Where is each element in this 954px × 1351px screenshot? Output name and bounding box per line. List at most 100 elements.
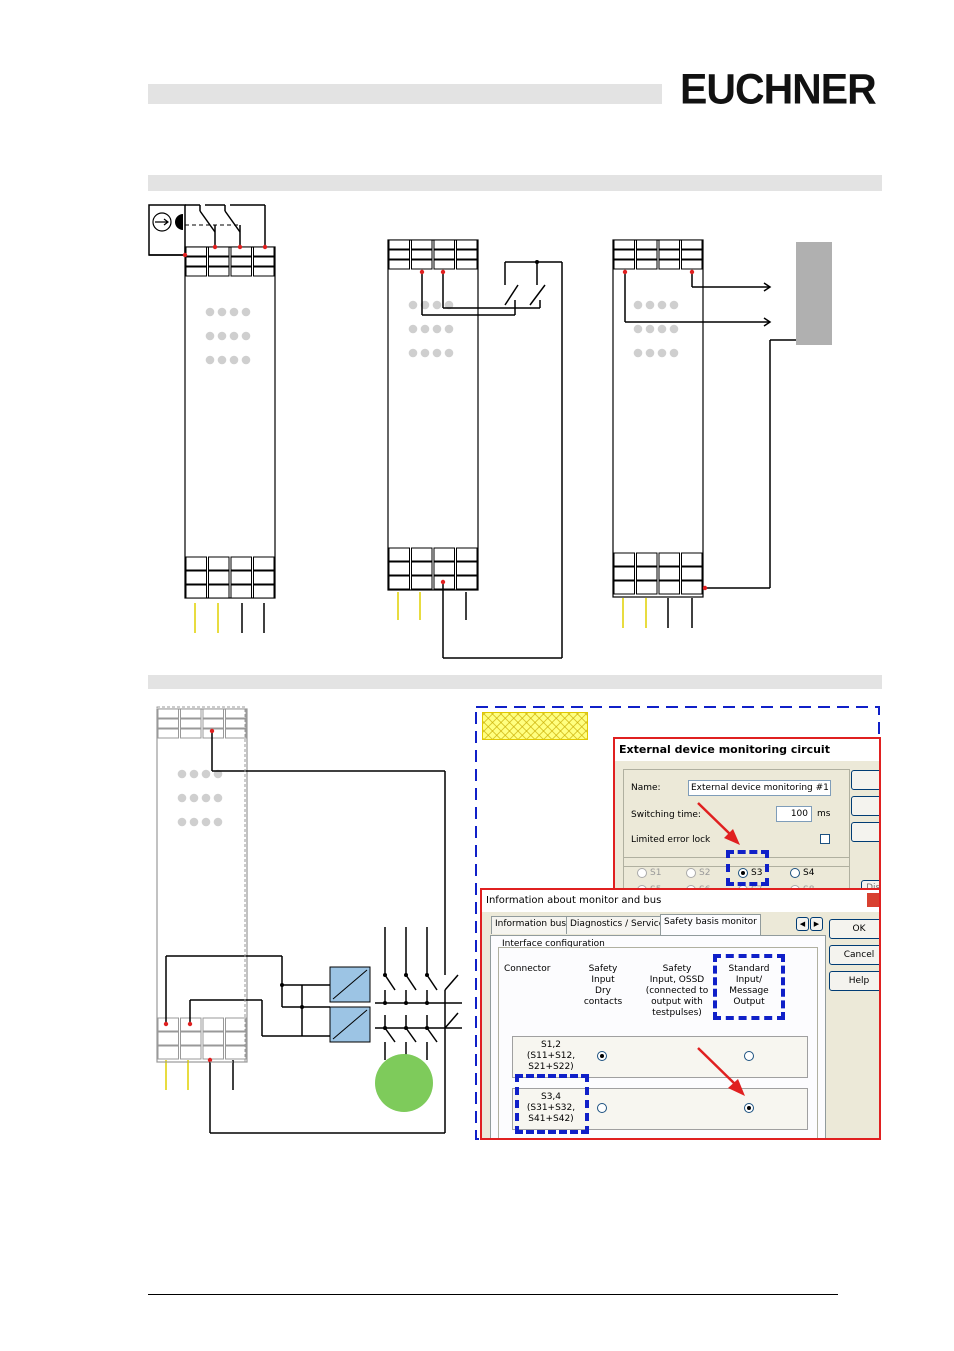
module-4-led: [189, 769, 199, 779]
module-4-terminal-top: [202, 708, 224, 719]
module-3-terminal-bottom: [658, 552, 680, 567]
module-4-terminal-bottom: [157, 1031, 179, 1046]
module-3-terminal-top: [613, 239, 635, 250]
module-3-terminal-bottom: [658, 566, 680, 581]
col-standard: Standard Input/ Message Output: [728, 964, 770, 1007]
module-2-terminal-bottom: [433, 561, 455, 576]
section-bar-1: [148, 175, 882, 191]
module-2-terminal-bottom: [433, 547, 455, 562]
module-1-led: [241, 307, 251, 317]
module-2-terminal-top: [433, 259, 455, 270]
radio-s1[interactable]: [637, 868, 647, 878]
module-4-led: [189, 793, 199, 803]
module-1-terminal-top: [230, 256, 252, 267]
module-4-terminal-bottom: [202, 1017, 224, 1032]
module-2-terminal-top: [411, 249, 433, 260]
limited-error-lock-label: Limited error lock: [631, 835, 711, 845]
module-2-terminal-top: [456, 239, 478, 250]
ok-button[interactable]: OK: [829, 919, 879, 939]
module-1-led: [217, 307, 227, 317]
module-2-terminal-top: [433, 249, 455, 260]
module-2-terminal-top: [456, 259, 478, 270]
col-connector: Connector: [504, 964, 551, 974]
module-3-terminal-top: [658, 239, 680, 250]
highlight-s34-row: [515, 1074, 589, 1134]
row-s34-radio-standard[interactable]: [744, 1103, 754, 1113]
module-1-led: [217, 331, 227, 341]
module-2-terminal-bottom: [456, 561, 478, 576]
module-4-terminal-top: [180, 718, 202, 729]
module-3-terminal-top: [636, 259, 658, 270]
module-2-terminal-bottom: [411, 575, 433, 590]
module-1-terminal-top: [185, 246, 207, 257]
module-4-terminal-bottom: [202, 1031, 224, 1046]
module-1-terminal-top: [253, 266, 275, 277]
name-field[interactable]: External device monitoring #1: [688, 780, 831, 796]
module-1-terminal-bottom: [230, 584, 252, 599]
module-4-terminal-top: [157, 708, 179, 719]
module-1-terminal-top: [253, 256, 275, 267]
row-s12-radio-standard[interactable]: [744, 1051, 754, 1061]
switching-time-field[interactable]: 100: [776, 806, 812, 822]
module-1-terminal-bottom: [253, 556, 275, 571]
module-3-terminal-top: [636, 239, 658, 250]
tab-scroll-right[interactable]: ▶: [810, 917, 823, 931]
module-1-terminal-top: [185, 256, 207, 267]
module-2-terminal-top: [456, 249, 478, 260]
radio-s3[interactable]: [738, 868, 748, 878]
module-2-led: [408, 324, 418, 334]
radio-s4-label: S4: [803, 868, 815, 878]
module-3-led: [645, 324, 655, 334]
switching-time-unit: ms: [817, 809, 831, 819]
header-bar: [148, 84, 662, 104]
module-2-led: [420, 324, 430, 334]
module-2-led: [408, 300, 418, 310]
dialog1-side-button-3[interactable]: [851, 822, 879, 842]
module-3-terminal-top: [636, 249, 658, 260]
module-4-terminal-bottom: [225, 1045, 247, 1060]
dialog1-side-button-2[interactable]: [851, 796, 879, 816]
module-4-led: [201, 793, 211, 803]
tab-safety-basis-monitor[interactable]: Safety basis monitor: [660, 914, 761, 935]
module-1-terminal-top: [208, 266, 230, 277]
module-1-terminal-bottom: [253, 584, 275, 599]
interface-config-label: Interface configuration: [500, 939, 607, 949]
dialog2-close-icon[interactable]: [867, 893, 879, 907]
module-1-body: [184, 246, 276, 599]
cancel-button[interactable]: Cancel: [829, 945, 879, 965]
highlight-standard-column: [713, 954, 785, 1020]
module-4-terminal-top: [225, 728, 247, 739]
row-s34-radio-dry[interactable]: [597, 1103, 607, 1113]
module-1-terminal-bottom: [185, 556, 207, 571]
row-s12-radio-dry[interactable]: [597, 1051, 607, 1061]
help-button[interactable]: Help: [829, 971, 879, 991]
tab-diagnostics[interactable]: Diagnostics / Service: [566, 916, 669, 934]
module-4-led: [189, 817, 199, 827]
module-2-terminal-top: [388, 249, 410, 260]
module-1-led: [205, 355, 215, 365]
radio-s2[interactable]: [686, 868, 696, 878]
module-1-terminal-top: [185, 266, 207, 277]
name-label: Name:: [631, 783, 661, 793]
module-1-terminal-bottom: [208, 556, 230, 571]
module-2-terminal-bottom: [388, 561, 410, 576]
module-3-led: [669, 324, 679, 334]
tab-scroll-left[interactable]: ◀: [796, 917, 809, 931]
module-2-terminal-top: [388, 259, 410, 270]
dialog1-side-button-1[interactable]: [851, 770, 879, 790]
module-2-terminal-bottom: [411, 561, 433, 576]
module-1-led: [241, 331, 251, 341]
tab-information-bus[interactable]: Information bus: [491, 916, 571, 934]
module-2-terminal-bottom: [388, 575, 410, 590]
module-2-terminal-top: [433, 239, 455, 250]
module-4-body: [156, 708, 248, 1063]
limited-error-lock-checkbox[interactable]: [820, 834, 830, 844]
module-4-terminal-bottom: [225, 1031, 247, 1046]
module-1-led: [229, 355, 239, 365]
footer-line: [148, 1294, 838, 1295]
module-1-led: [205, 307, 215, 317]
radio-s4[interactable]: [790, 868, 800, 878]
module-4-led: [177, 769, 187, 779]
module-4-terminal-top: [225, 718, 247, 729]
radio-s2-label: S2: [699, 868, 711, 878]
